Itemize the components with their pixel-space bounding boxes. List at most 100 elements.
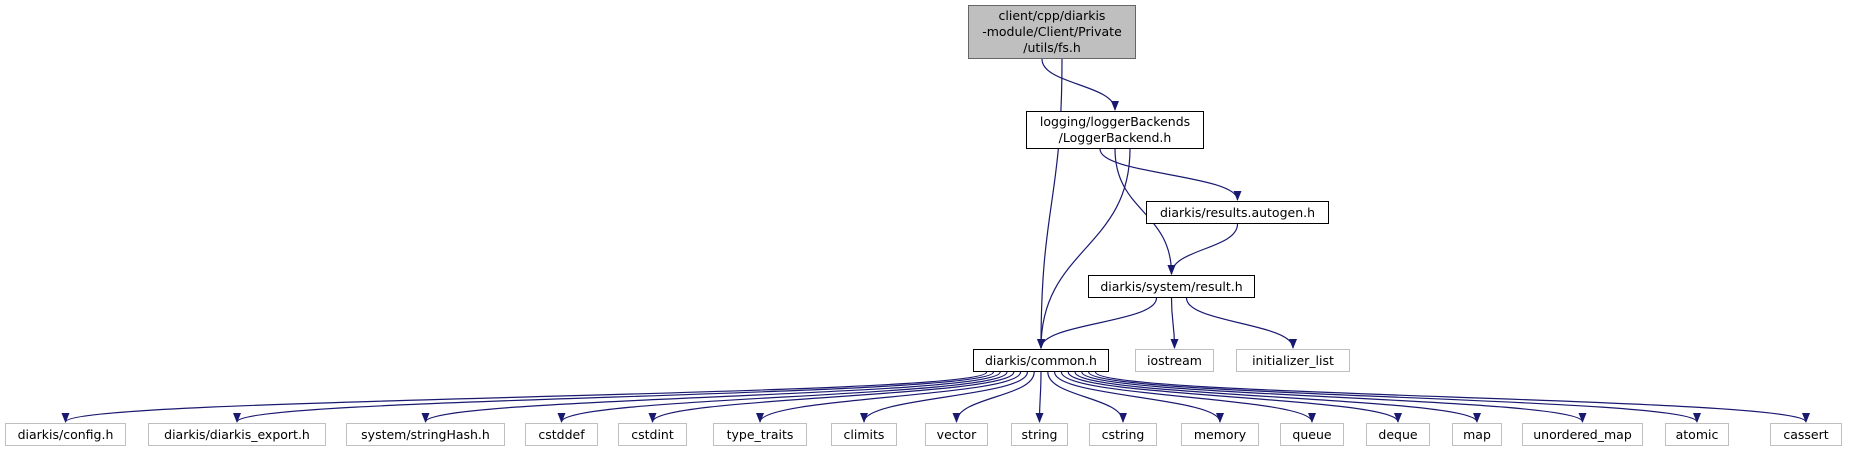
node-label-line: atomic xyxy=(1675,426,1719,442)
node-label: diarkis/results.autogen.h xyxy=(1160,205,1315,221)
node-label-line: cstddef xyxy=(538,426,585,442)
edge-common-to-atomic xyxy=(1088,371,1701,423)
edge-common-to-cstring xyxy=(1047,371,1127,423)
node-label: map xyxy=(1463,427,1491,443)
node-label-line: iostream xyxy=(1147,352,1202,368)
edge-fs-to-loggerbackend xyxy=(1041,58,1119,111)
node-label-line: client/cpp/diarkis xyxy=(998,8,1106,23)
edge-common-to-climits xyxy=(860,371,1028,423)
edge-loggerbackend-to-result xyxy=(1114,148,1176,275)
node-label: atomic xyxy=(1676,427,1719,443)
node-label: iostream xyxy=(1147,353,1202,369)
edge-common-to-deque xyxy=(1067,371,1402,423)
node-label: deque xyxy=(1378,427,1417,443)
node-label-line: type_traits xyxy=(726,426,794,442)
node-label-line: logging/loggerBackends xyxy=(1039,114,1191,129)
edge-result-to-initlist xyxy=(1185,297,1297,349)
node-label: memory xyxy=(1194,427,1246,443)
node-queue[interactable]: queue xyxy=(1280,423,1344,446)
node-label: system/stringHash.h xyxy=(361,427,490,443)
node-label-line: initializer_list xyxy=(1252,352,1334,368)
node-label-line: diarkis/results.autogen.h xyxy=(1159,204,1316,220)
edge-common-to-cstdint xyxy=(648,371,1015,423)
node-label: diarkis/config.h xyxy=(18,427,114,443)
node-label-line: cstring xyxy=(1101,426,1145,442)
node-label-line: cassert xyxy=(1783,426,1829,442)
edge-results-to-result xyxy=(1167,223,1239,275)
node-label-line: cstdint xyxy=(631,426,674,442)
node-label-line: -module/Client/Private xyxy=(982,24,1122,39)
edge-common-to-stringhash xyxy=(421,371,1001,423)
node-string-hash-h[interactable]: system/stringHash.h xyxy=(346,423,505,446)
node-cassert[interactable]: cassert xyxy=(1770,423,1842,446)
node-label: type_traits xyxy=(727,427,794,443)
node-label: climits xyxy=(844,427,885,443)
node-config-h[interactable]: diarkis/config.h xyxy=(5,423,126,446)
node-cstdint[interactable]: cstdint xyxy=(618,423,687,446)
node-cstddef[interactable]: cstddef xyxy=(525,423,598,446)
edge-loggerbackend-to-common xyxy=(1037,148,1131,349)
node-results-autogen-h[interactable]: diarkis/results.autogen.h xyxy=(1146,201,1329,224)
edge-common-to-memory xyxy=(1054,371,1224,423)
node-label-line: string xyxy=(1021,426,1058,442)
node-label: cassert xyxy=(1783,427,1828,443)
node-label: logging/loggerBackends/LoggerBackend.h xyxy=(1040,114,1190,146)
node-iostream[interactable]: iostream xyxy=(1135,349,1214,372)
edge-common-to-string xyxy=(1035,371,1044,423)
edge-common-to-map xyxy=(1074,371,1481,423)
node-label-line: /utils/fs.h xyxy=(1023,40,1081,55)
node-label: cstdint xyxy=(631,427,674,443)
node-label-line: deque xyxy=(1378,426,1418,442)
node-result-h[interactable]: diarkis/system/result.h xyxy=(1088,275,1255,298)
edge-result-to-iostream xyxy=(1170,297,1179,349)
node-vector[interactable]: vector xyxy=(925,423,988,446)
edge-common-to-config xyxy=(61,371,988,423)
node-fs-h[interactable]: client/cpp/diarkis-module/Client/Private… xyxy=(968,5,1136,59)
edge-common-to-cassert xyxy=(1094,371,1810,423)
node-label-line: diarkis/system/result.h xyxy=(1100,278,1243,294)
node-climits[interactable]: climits xyxy=(831,423,897,446)
node-label-line: memory xyxy=(1193,426,1247,442)
edge-common-to-typetraits xyxy=(756,371,1022,423)
edge-result-to-common xyxy=(1037,297,1158,349)
node-label: initializer_list xyxy=(1252,353,1334,369)
node-label-line: vector xyxy=(936,426,977,442)
node-label: cstring xyxy=(1102,427,1145,443)
node-type-traits[interactable]: type_traits xyxy=(713,423,807,446)
edge-loggerbackend-to-results xyxy=(1099,148,1242,201)
node-label-line: climits xyxy=(843,426,885,442)
edge-common-to-umap xyxy=(1081,371,1587,423)
node-label-line: /LoggerBackend.h xyxy=(1058,130,1172,145)
node-label: client/cpp/diarkis-module/Client/Private… xyxy=(982,8,1122,56)
node-memory[interactable]: memory xyxy=(1181,423,1259,446)
node-cstring[interactable]: cstring xyxy=(1089,423,1157,446)
node-label: vector xyxy=(937,427,977,443)
edge-common-to-vector xyxy=(952,371,1035,423)
node-deque[interactable]: deque xyxy=(1366,423,1430,446)
node-diarkis-export-h[interactable]: diarkis/diarkis_export.h xyxy=(148,423,326,446)
node-label: diarkis/diarkis_export.h xyxy=(164,427,310,443)
node-label-line: diarkis/diarkis_export.h xyxy=(164,426,310,442)
node-label-line: unordered_map xyxy=(1533,426,1632,442)
node-label: diarkis/system/result.h xyxy=(1100,279,1242,295)
edge-common-to-export xyxy=(233,371,994,423)
node-label: string xyxy=(1022,427,1058,443)
node-label: diarkis/common.h xyxy=(985,353,1097,369)
node-unordered-map[interactable]: unordered_map xyxy=(1522,423,1643,446)
node-logger-backend-h[interactable]: logging/loggerBackends/LoggerBackend.h xyxy=(1026,111,1204,149)
node-map[interactable]: map xyxy=(1452,423,1502,446)
node-label-line: queue xyxy=(1292,426,1332,442)
node-label: queue xyxy=(1292,427,1331,443)
node-initializer-list[interactable]: initializer_list xyxy=(1236,349,1350,372)
node-atomic[interactable]: atomic xyxy=(1665,423,1729,446)
node-label: unordered_map xyxy=(1533,427,1632,443)
node-common-h[interactable]: diarkis/common.h xyxy=(973,349,1109,372)
node-label-line: diarkis/common.h xyxy=(985,352,1097,368)
node-label-line: diarkis/config.h xyxy=(17,426,114,442)
node-string[interactable]: string xyxy=(1011,423,1068,446)
edge-fs-to-common xyxy=(1037,58,1063,349)
node-label-line: map xyxy=(1463,426,1491,442)
node-label-line: system/stringHash.h xyxy=(361,426,490,442)
